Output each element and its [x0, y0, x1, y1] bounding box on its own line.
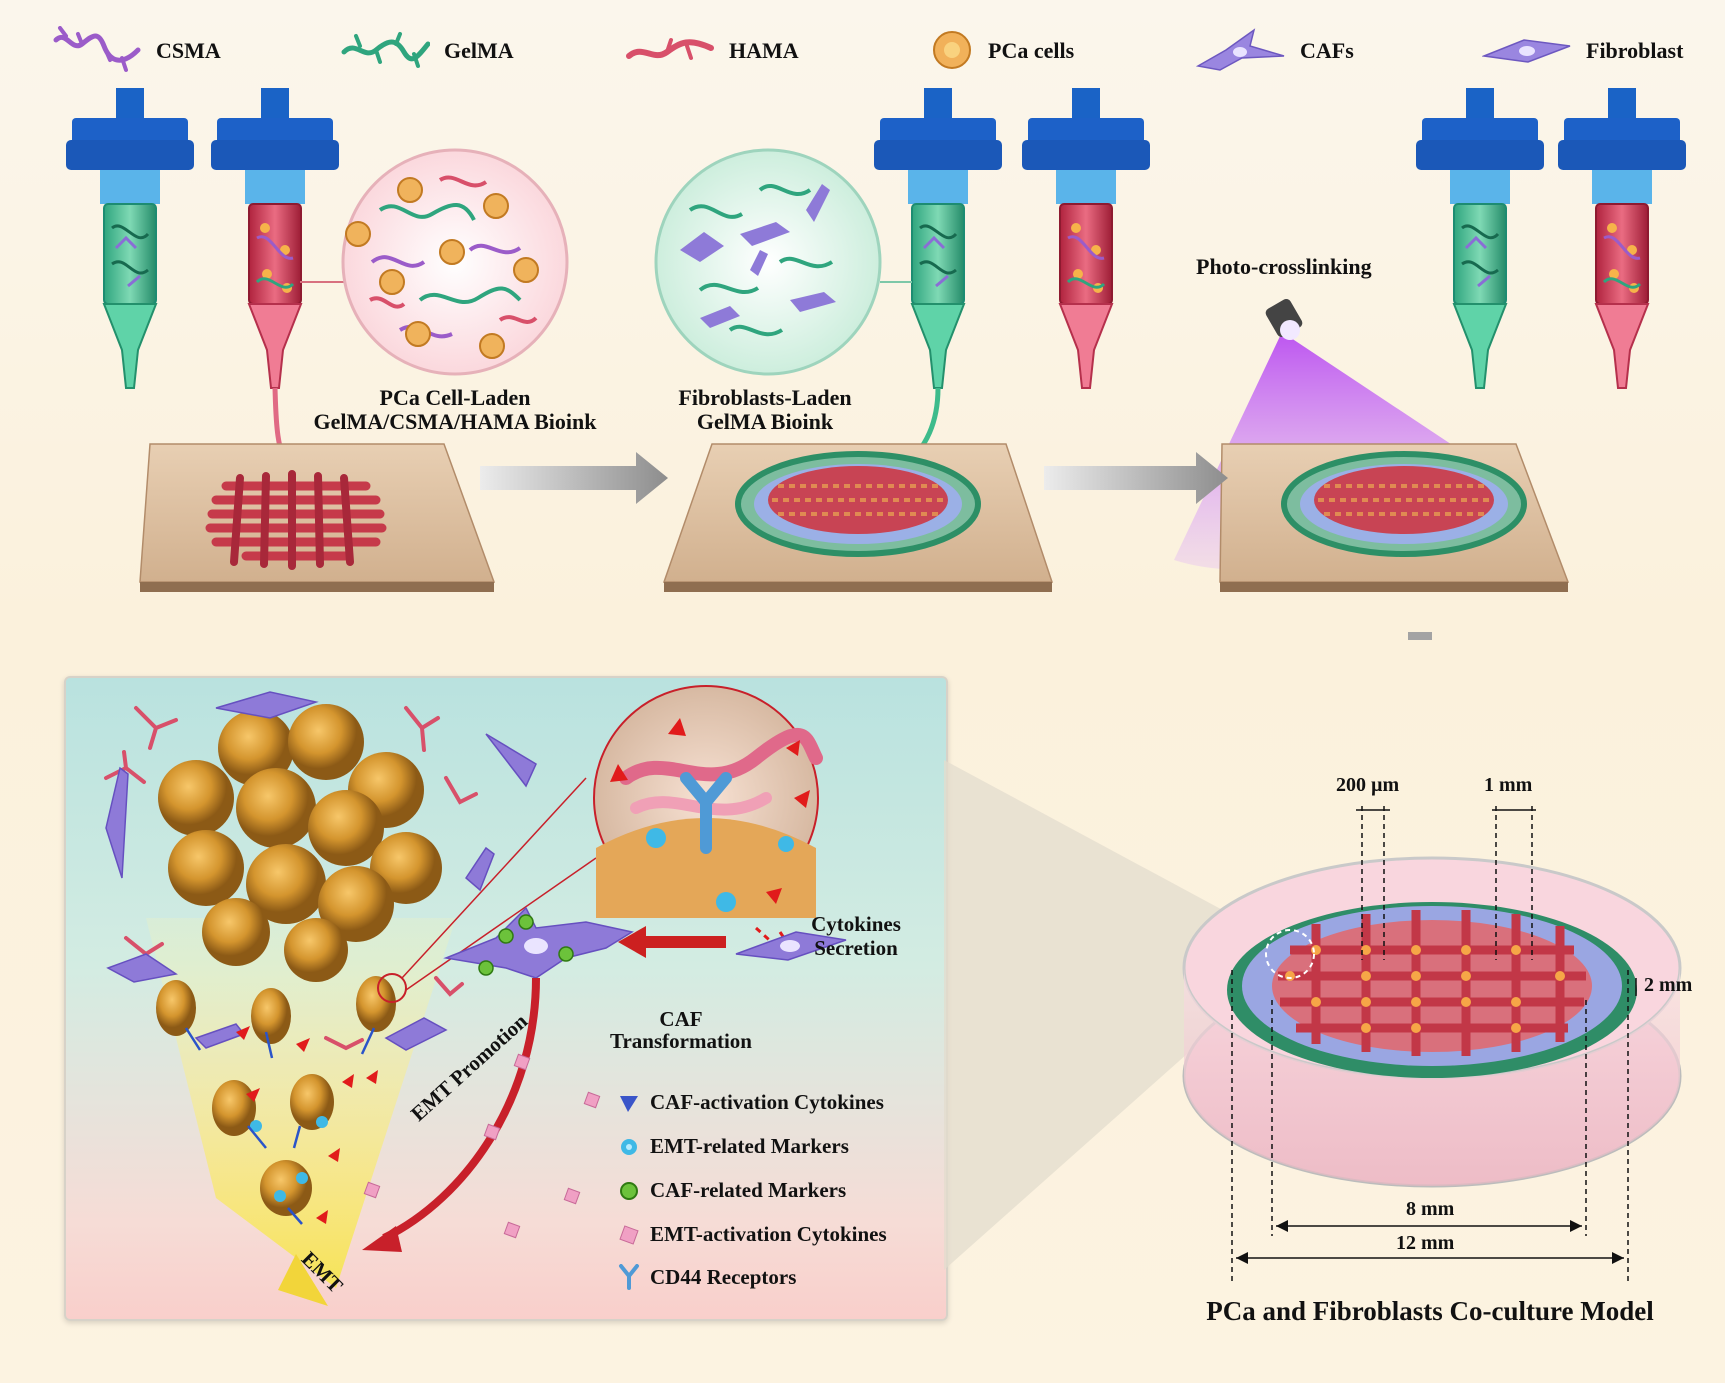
petri-dish-rim	[1182, 856, 1682, 1080]
cd44-zoom-contents	[596, 718, 823, 918]
caf-transformation-label: CAF Transformation	[586, 1008, 776, 1052]
dim-12mm-label: 12 mm	[1396, 1232, 1455, 1254]
fibroblast-bioink-label: Fibroblasts-Laden GelMA Bioink	[640, 386, 890, 434]
legend-caf-activation-label: CAF-activation Cytokines	[650, 1090, 884, 1114]
pca-bioink-syringe	[209, 86, 341, 390]
caf-transformed-cell	[443, 906, 634, 979]
gelma-polymer-icon	[341, 32, 430, 68]
legend-pca-cells: PCa cells	[930, 26, 1074, 76]
process-arrow-down	[1408, 632, 1432, 640]
tumor-spheroid	[158, 704, 442, 982]
csma-polymer-icon	[53, 26, 141, 72]
legend-caf-activation: CAF-activation Cytokines	[618, 1090, 884, 1115]
fibroblast-ring	[1227, 902, 1637, 1078]
legend-label: CSMA	[156, 38, 221, 63]
legend-label: CAFs	[1300, 38, 1354, 63]
pca-bioink-label: PCa Cell-Laden GelMA/CSMA/HAMA Bioink	[300, 386, 610, 434]
gelma-syringe-final	[1414, 86, 1546, 390]
fibroblast-bioink-syringe	[872, 86, 1004, 390]
pca-grid	[1272, 920, 1592, 1052]
petri-dish-base	[1182, 964, 1682, 1188]
fibroblast-bioink-contents	[680, 183, 836, 337]
emt-arrowhead	[278, 1254, 328, 1306]
fibroblast-in-panel	[735, 931, 847, 961]
legend-label: PCa cells	[988, 38, 1075, 63]
pca-grid-filaments	[1278, 910, 1586, 1056]
dim-200um-label: 200 µm	[1336, 774, 1400, 796]
fibroblast-bioink-label-line1: Fibroblasts-Laden	[678, 385, 852, 410]
dim-8mm-label: 8 mm	[1406, 1198, 1455, 1220]
photo-crosslinking-label: Photo-crosslinking	[1196, 254, 1372, 279]
coculture-model-title: PCa and Fibroblasts Co-culture Model	[1206, 1296, 1654, 1326]
print-plate-2	[662, 443, 1054, 592]
pca-cell-icon	[933, 31, 971, 69]
cd44-receptor-icon	[619, 1264, 639, 1290]
process-arrow-1	[480, 452, 668, 504]
pink-cube-icon	[619, 1224, 639, 1245]
caf-transformation-label-line2: Transformation	[610, 1029, 752, 1053]
migrating-cells	[156, 976, 396, 1216]
print-plate-1	[139, 443, 496, 592]
mechanism-panel: Cytokines Secretion CAF Transformation E…	[64, 676, 948, 1321]
pca-bioink-contents	[345, 175, 539, 359]
caf-transformation-arrow	[618, 926, 726, 958]
process-arrow-2	[1044, 452, 1228, 504]
dim-2mm-label: 2 mm	[1644, 974, 1693, 996]
legend-cafs: CAFs	[1196, 26, 1354, 76]
red-bioink-syringe	[1020, 86, 1152, 390]
legend-gelma: GelMA	[340, 26, 514, 76]
pca-bioink-label-line2: GelMA/CSMA/HAMA Bioink	[313, 409, 597, 434]
legend-hama: HAMA	[625, 26, 799, 76]
print-plate-3	[1219, 443, 1570, 592]
zoom-source-circle	[377, 973, 407, 1003]
green-dot-icon	[620, 1181, 638, 1200]
dim-1mm-label: 1 mm	[1484, 774, 1533, 796]
blue-triangle-icon	[620, 1095, 638, 1112]
legend-emt-markers-label: EMT-related Markers	[650, 1134, 849, 1158]
mechanism-graphic	[104, 685, 847, 1306]
fibroblast-icon	[1482, 39, 1571, 63]
pca-cells-on-grid	[1285, 945, 1565, 1033]
red-bioink-syringe-final	[1556, 86, 1688, 390]
blue-star-marker-icon	[621, 1138, 637, 1155]
legend-fibroblast: Fibroblast	[1482, 26, 1683, 76]
bioprinting-process-graphic	[64, 86, 1688, 640]
legend-label: Fibroblast	[1586, 38, 1684, 63]
caf-cell-icon	[1196, 28, 1285, 71]
legend-cd44: CD44 Receptors	[618, 1264, 796, 1290]
fibroblast-bioink-magnified-circle	[654, 148, 882, 376]
legend-emt-markers: EMT-related Markers	[618, 1134, 849, 1159]
legend-caf-markers-label: CAF-related Markers	[650, 1178, 847, 1202]
fibroblast-bioink-label-line2: GelMA Bioink	[696, 409, 834, 434]
cytokines-label-line1: Cytokines	[811, 912, 901, 936]
cytokines-secretion-label: Cytokines Secretion	[786, 912, 926, 960]
pca-bioink-label-line1: PCa Cell-Laden	[379, 385, 531, 410]
legend-caf-markers: CAF-related Markers	[618, 1178, 846, 1203]
caf-activation-cytokines	[236, 1026, 378, 1224]
cytokines-label-line2: Secretion	[814, 936, 898, 960]
legend-cd44-label: CD44 Receptors	[650, 1264, 797, 1289]
fibroblasts	[105, 691, 537, 1051]
legend-label: HAMA	[729, 38, 799, 63]
hama-strands	[104, 706, 478, 1051]
legend-csma: CSMA	[52, 26, 221, 76]
legend-emt-activation-label: EMT-activation Cytokines	[650, 1222, 887, 1246]
migration-arrows	[184, 1027, 376, 1225]
gelma-syringe	[64, 86, 196, 390]
legend-label: GelMA	[444, 38, 514, 63]
caf-transformation-label-line1: CAF	[659, 1007, 703, 1031]
hama-polymer-icon	[626, 38, 714, 60]
zoom-region-marker	[1265, 929, 1315, 979]
emt-activation-cytokines	[363, 1053, 601, 1239]
legend-emt-activation: EMT-activation Cytokines	[618, 1222, 887, 1247]
